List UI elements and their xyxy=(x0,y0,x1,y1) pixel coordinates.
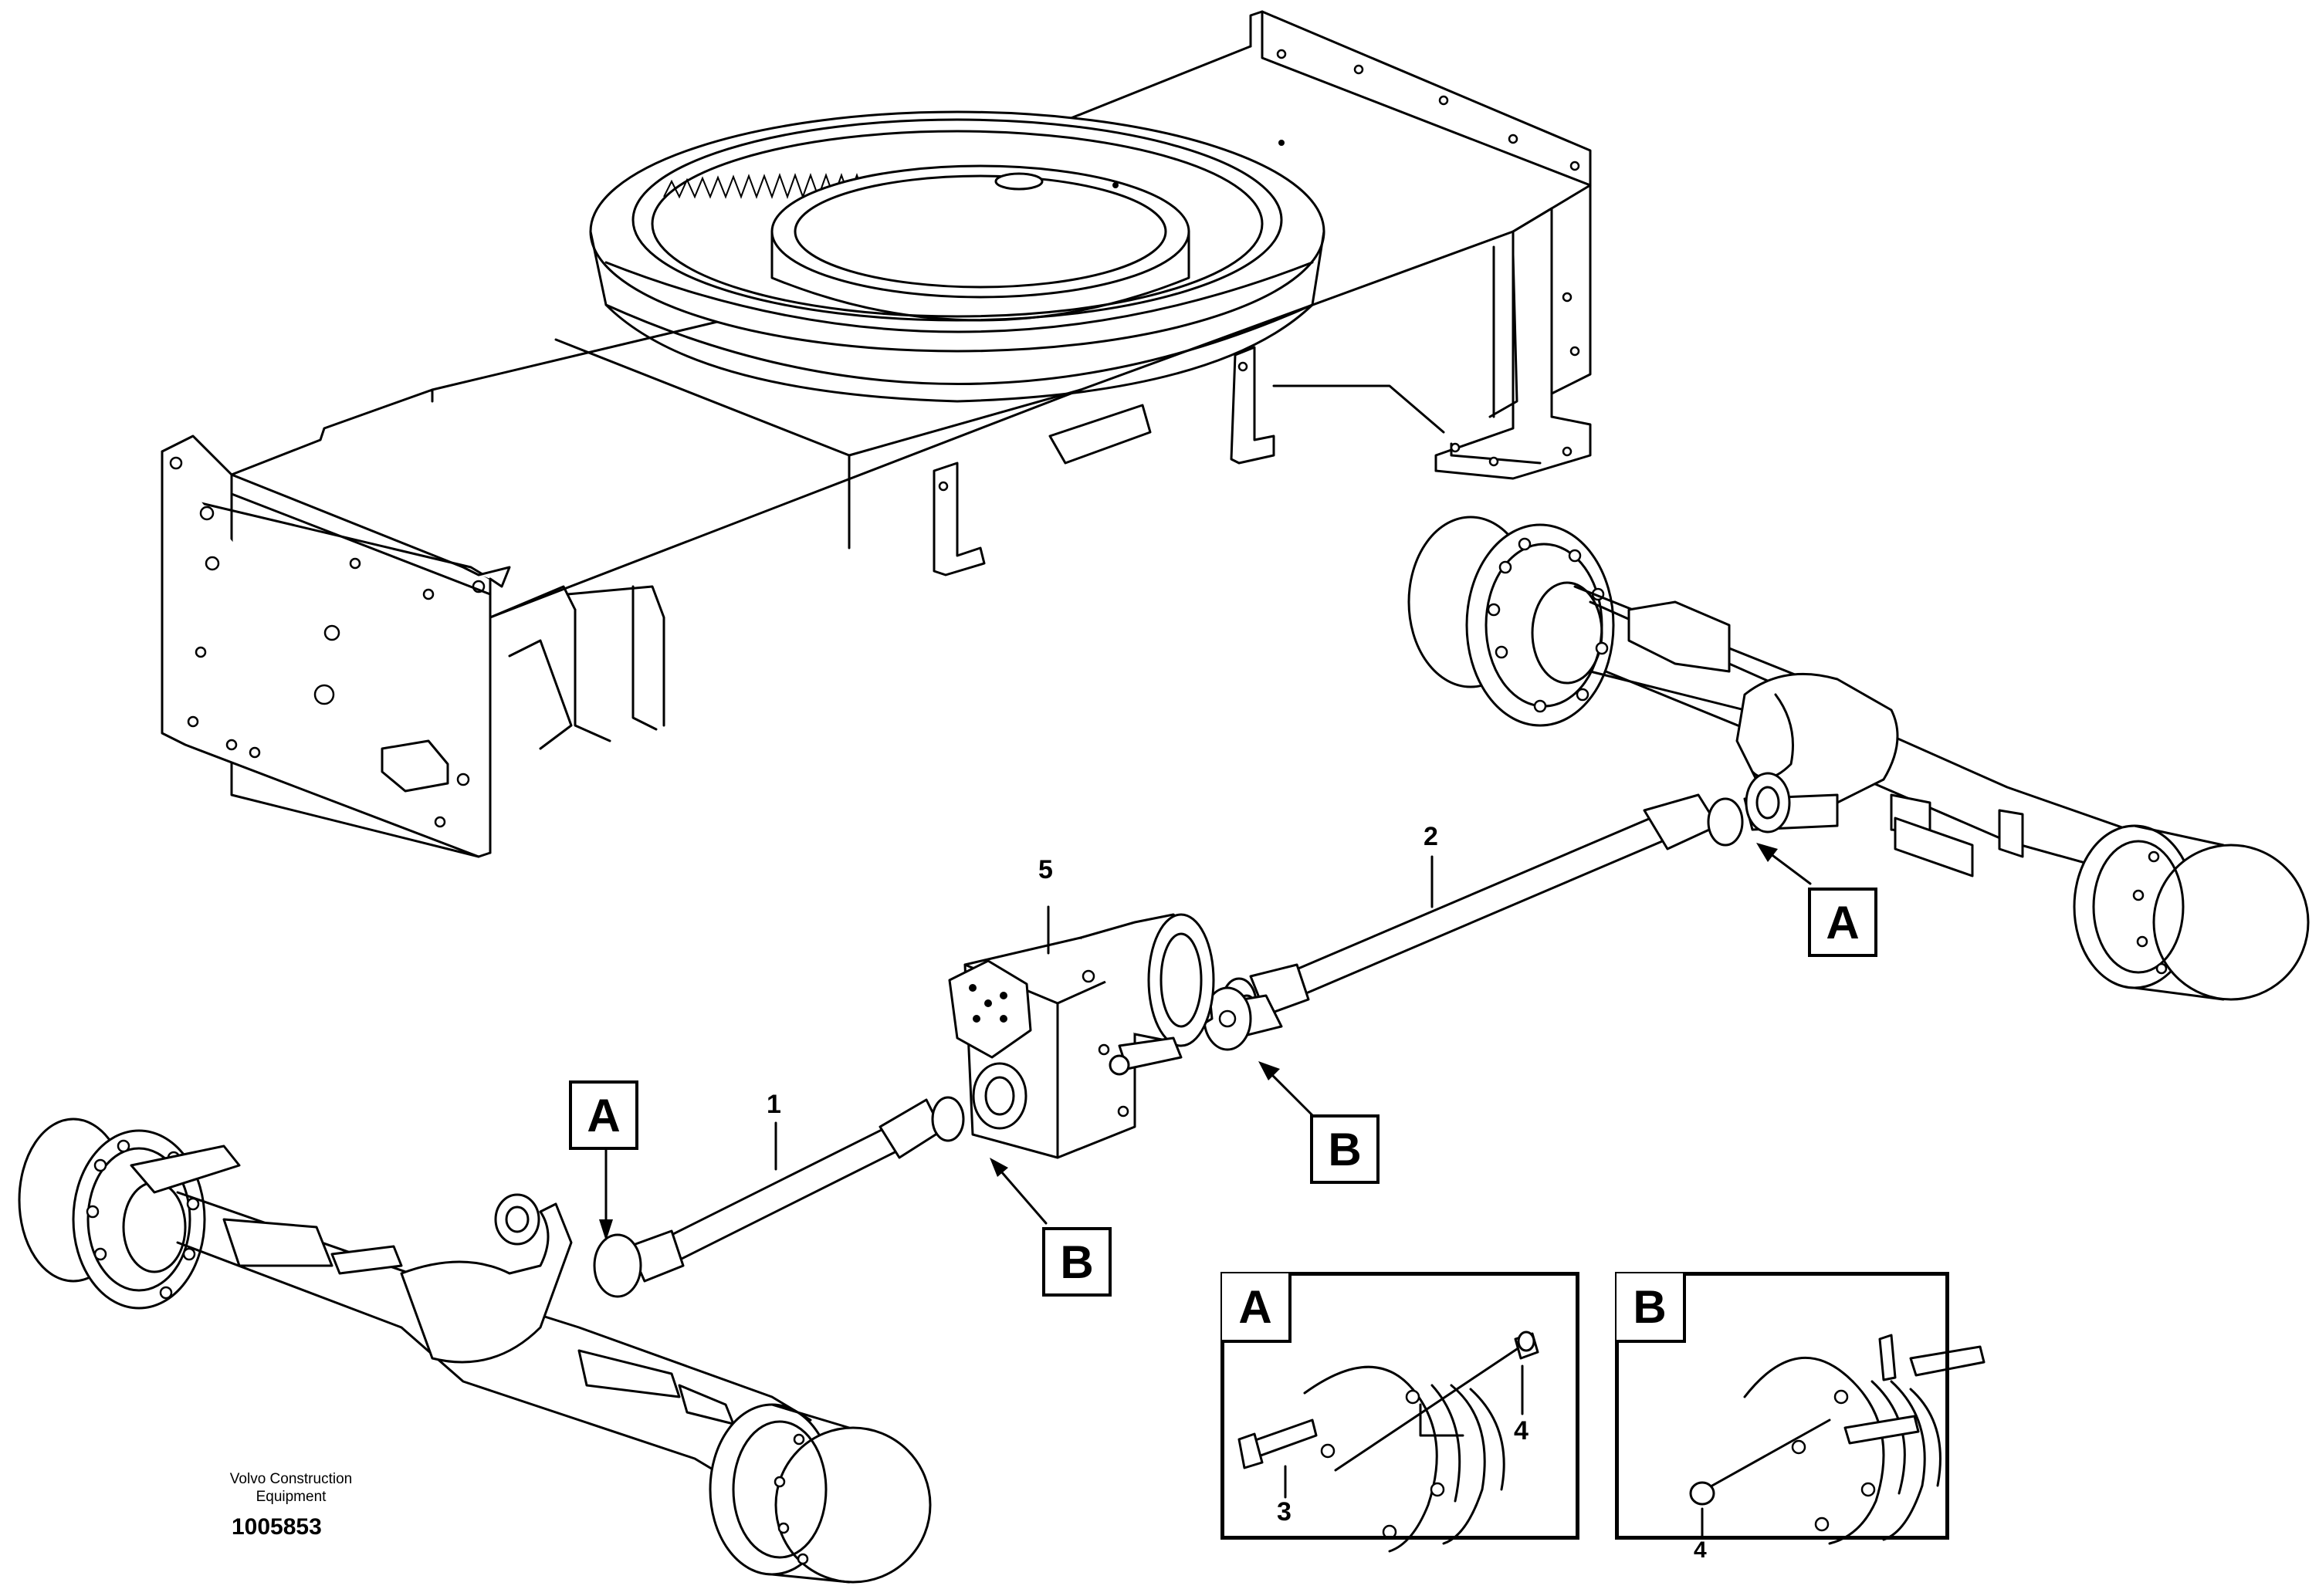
detail-inset-b xyxy=(1615,1272,1949,1540)
rear-axle xyxy=(1407,516,2310,1001)
manufacturer-line-2: Equipment xyxy=(256,1489,327,1505)
transfer-gearbox xyxy=(948,913,1215,1159)
callout-b-gear: B xyxy=(1042,1227,1112,1297)
inset-a-nut-label: 4 xyxy=(1514,1416,1529,1446)
inset-b-nut-label: 4 xyxy=(1694,1537,1707,1563)
manufacturer-name: Volvo Construction Equipment xyxy=(195,1470,388,1506)
front-axle xyxy=(18,1118,932,1584)
manufacturer-line-1: Volvo Construction xyxy=(229,1471,353,1487)
part-number-2: 2 xyxy=(1424,822,1438,851)
callout-a-front: A xyxy=(569,1080,638,1150)
leader-lines xyxy=(599,843,1812,1241)
part-number-1: 1 xyxy=(767,1090,781,1119)
inset-b-title: B xyxy=(1617,1273,1686,1343)
part-number-5: 5 xyxy=(1038,855,1053,884)
inset-a-bolt-label: 3 xyxy=(1277,1497,1292,1527)
drawing-number: 1005853 xyxy=(232,1514,322,1540)
callout-a-rear: A xyxy=(1808,888,1877,957)
upper-frame xyxy=(161,10,1592,858)
inset-a-title: A xyxy=(1222,1273,1292,1343)
detail-inset-a xyxy=(1220,1272,1579,1540)
inset-a-drawing xyxy=(1237,1331,1539,1553)
propeller-shaft-1 xyxy=(594,1096,965,1297)
propeller-shaft-2 xyxy=(1203,793,1744,1051)
callout-b-drive: B xyxy=(1310,1114,1380,1184)
